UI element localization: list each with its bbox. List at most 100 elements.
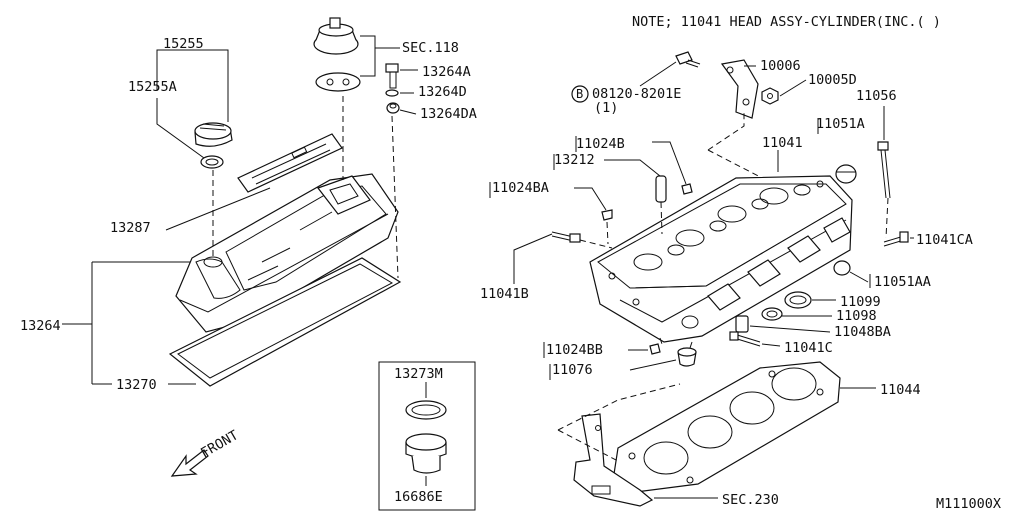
label-11041: 11041 <box>762 135 803 151</box>
dash-bolt-side <box>606 221 609 245</box>
emission-label-plate <box>237 133 343 193</box>
label-13273m: 13273M <box>394 366 443 382</box>
rocker-cover-gasket <box>168 257 402 387</box>
label-08120-qty: (1) <box>594 100 618 116</box>
leader-11041c <box>761 343 781 347</box>
leader-15255a <box>156 98 205 159</box>
dowel-pin <box>655 175 667 203</box>
dash-stud-left <box>579 239 613 249</box>
label-13264: 13264 <box>20 318 61 334</box>
front-label: FRONT <box>198 427 241 461</box>
leader-13264da <box>399 109 417 115</box>
bolt-grommet <box>386 102 400 114</box>
leader-11024ba <box>489 182 607 211</box>
label-11098: 11098 <box>836 308 877 324</box>
label-11099: 11099 <box>840 294 881 310</box>
label-13287: 13287 <box>110 220 151 236</box>
dash-bottom <box>659 337 693 349</box>
label-16686e: 16686E <box>394 489 443 505</box>
dash-dowel <box>660 201 663 235</box>
front-arrow-icon <box>170 449 209 477</box>
leader-13287 <box>165 187 271 231</box>
label-11076: 11076 <box>552 362 593 378</box>
head-gasket <box>613 361 841 493</box>
label-13264d: 13264D <box>418 84 467 100</box>
head-stud <box>877 141 891 199</box>
head-bolt-bottom <box>649 343 661 355</box>
pcv-valve-cap <box>313 17 359 55</box>
leader-10005d <box>779 79 807 97</box>
cover-bolt <box>385 63 399 89</box>
label-13212: 13212 <box>554 152 595 168</box>
label-11041ca: 11041CA <box>916 232 973 248</box>
stud-bottom <box>729 331 761 347</box>
leader-13212 <box>553 154 661 177</box>
leader-11051aa <box>849 271 871 288</box>
rocker-cover <box>175 173 399 333</box>
label-13264a: 13264A <box>422 64 471 80</box>
label-sec118: SEC.118 <box>402 40 459 56</box>
note-text: NOTE; 11041 HEAD ASSY-CYLINDER(INC.( ) <box>632 14 941 30</box>
leader-11024b <box>575 136 687 185</box>
seal-ring <box>405 400 447 420</box>
pcv-valve-plate <box>315 72 361 92</box>
oil-filler-cap-gasket <box>200 155 224 169</box>
label-11041b: 11041B <box>480 286 529 302</box>
leader-11076 <box>549 359 677 380</box>
leader-08120 <box>639 61 677 87</box>
leader-sec118 <box>360 35 400 77</box>
dash-stud <box>885 197 889 239</box>
label-15255a: 15255A <box>128 79 177 95</box>
head-bolt-side <box>601 209 613 221</box>
bolt-symbol-icon <box>571 85 589 103</box>
cylinder-head <box>589 175 853 343</box>
label-13270: 13270 <box>116 377 157 393</box>
label-15255: 15255 <box>163 36 204 52</box>
leader-11041b <box>513 233 553 284</box>
oring-large <box>784 291 812 309</box>
seal-cap <box>677 347 697 367</box>
label-11024ba: 11024BA <box>492 180 549 196</box>
bolt-symbol-letter: B <box>576 87 583 101</box>
dash-sec230-2 <box>557 429 621 463</box>
leader-15255 <box>156 49 229 122</box>
engine-slinger-bracket <box>720 59 759 119</box>
label-10005d: 10005D <box>808 72 857 88</box>
leader-11024bb <box>543 342 648 358</box>
dash-bracket-2 <box>707 149 771 183</box>
label-11024b: 11024B <box>576 136 625 152</box>
dash-bracket <box>707 112 745 151</box>
plug-side <box>833 260 851 276</box>
oring-small <box>761 307 783 321</box>
inset-box <box>378 361 476 511</box>
timing-cover-section <box>573 413 654 507</box>
stud-left <box>551 231 581 243</box>
spark-plug-tube <box>405 433 447 474</box>
bracket-nut <box>761 87 779 105</box>
label-sec230: SEC.230 <box>722 492 779 508</box>
leader-13264 <box>62 261 190 385</box>
label-11044: 11044 <box>880 382 921 398</box>
label-11041c: 11041C <box>784 340 833 356</box>
head-bolt-top <box>681 183 693 195</box>
sleeve <box>735 315 749 333</box>
leader-11048ba <box>749 325 831 333</box>
label-11051aa: 11051AA <box>874 274 931 290</box>
dash-sec230 <box>557 383 681 431</box>
label-11056: 11056 <box>856 88 897 104</box>
bracket-bolt <box>675 51 701 68</box>
label-11051a: 11051A <box>816 116 865 132</box>
label-13264da: 13264DA <box>420 106 477 122</box>
oil-filler-cap <box>194 122 233 147</box>
label-11048ba: 11048BA <box>834 324 891 340</box>
label-08120: 08120-8201E <box>592 86 681 102</box>
expansion-plug <box>835 164 857 184</box>
stud-right <box>883 231 909 247</box>
bolt-washer <box>385 89 399 97</box>
label-10006: 10006 <box>760 58 801 74</box>
diagram-id: M111000X <box>936 496 1001 512</box>
dash-bolt-to-cover <box>391 115 399 279</box>
label-11024bb: 11024BB <box>546 342 603 358</box>
